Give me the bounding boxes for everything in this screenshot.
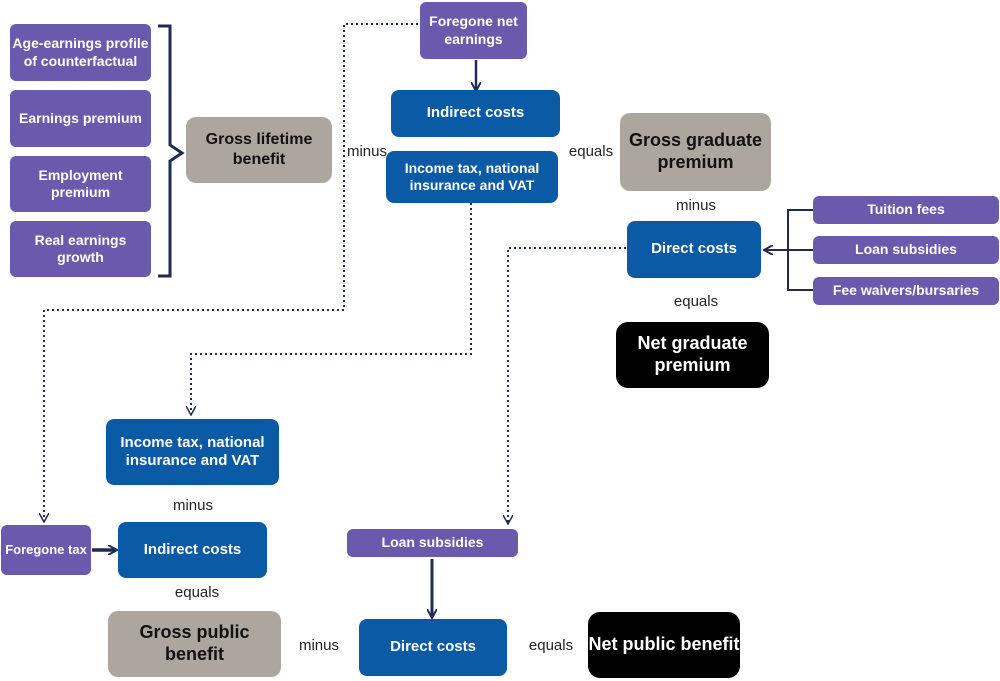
gross-graduate-premium: Gross graduate premium — [620, 113, 771, 191]
operator-equals-3: equals — [174, 584, 220, 601]
left-brace — [158, 24, 185, 278]
foregone-tax: Foregone tax — [1, 525, 91, 575]
indirect-costs-private: Indirect costs — [391, 90, 560, 137]
loan-subsidies-public: Loan subsidies — [347, 529, 518, 557]
operator-minus-4: minus — [298, 637, 339, 654]
net-graduate-premium: Net graduate premium — [616, 322, 769, 388]
income-tax-private: Income tax, national insurance and VAT — [386, 151, 558, 203]
operator-minus-1: minus — [346, 143, 387, 160]
operator-minus-3: minus — [172, 497, 213, 514]
foregone-earnings-to-foregone-tax-dotted — [44, 23, 418, 521]
input-tuition-fees: Tuition fees — [813, 196, 999, 224]
income-tax-to-public-income-tax-dotted — [191, 203, 472, 414]
direct-costs-to-loan-subsidies-dotted — [508, 247, 626, 523]
direct-costs-private: Direct costs — [627, 221, 761, 278]
gross-lifetime-benefit: Gross lifetime benefit — [186, 117, 332, 183]
foregone-net-earnings: Foregone net earnings — [420, 2, 527, 59]
operator-equals-4: equals — [528, 637, 574, 654]
input-real-earnings-growth: Real earnings growth — [10, 221, 151, 277]
operator-equals-1: equals — [568, 143, 614, 160]
gross-public-benefit: Gross public benefit — [108, 611, 281, 677]
net-public-benefit: Net public benefit — [588, 612, 740, 678]
operator-equals-2: equals — [673, 293, 719, 310]
input-age-earnings: Age-earnings profile of counterfactual — [10, 24, 151, 81]
input-employment-premium: Employment premium — [10, 156, 151, 212]
operator-minus-2: minus — [675, 197, 716, 214]
input-loan-subsidies: Loan subsidies — [813, 236, 999, 264]
direct-costs-public: Direct costs — [359, 619, 507, 676]
income-tax-public: Income tax, national insurance and VAT — [106, 419, 279, 485]
input-earnings-premium: Earnings premium — [10, 90, 151, 147]
indirect-costs-public: Indirect costs — [118, 522, 267, 578]
input-fee-waivers: Fee waivers/bursaries — [813, 277, 999, 305]
